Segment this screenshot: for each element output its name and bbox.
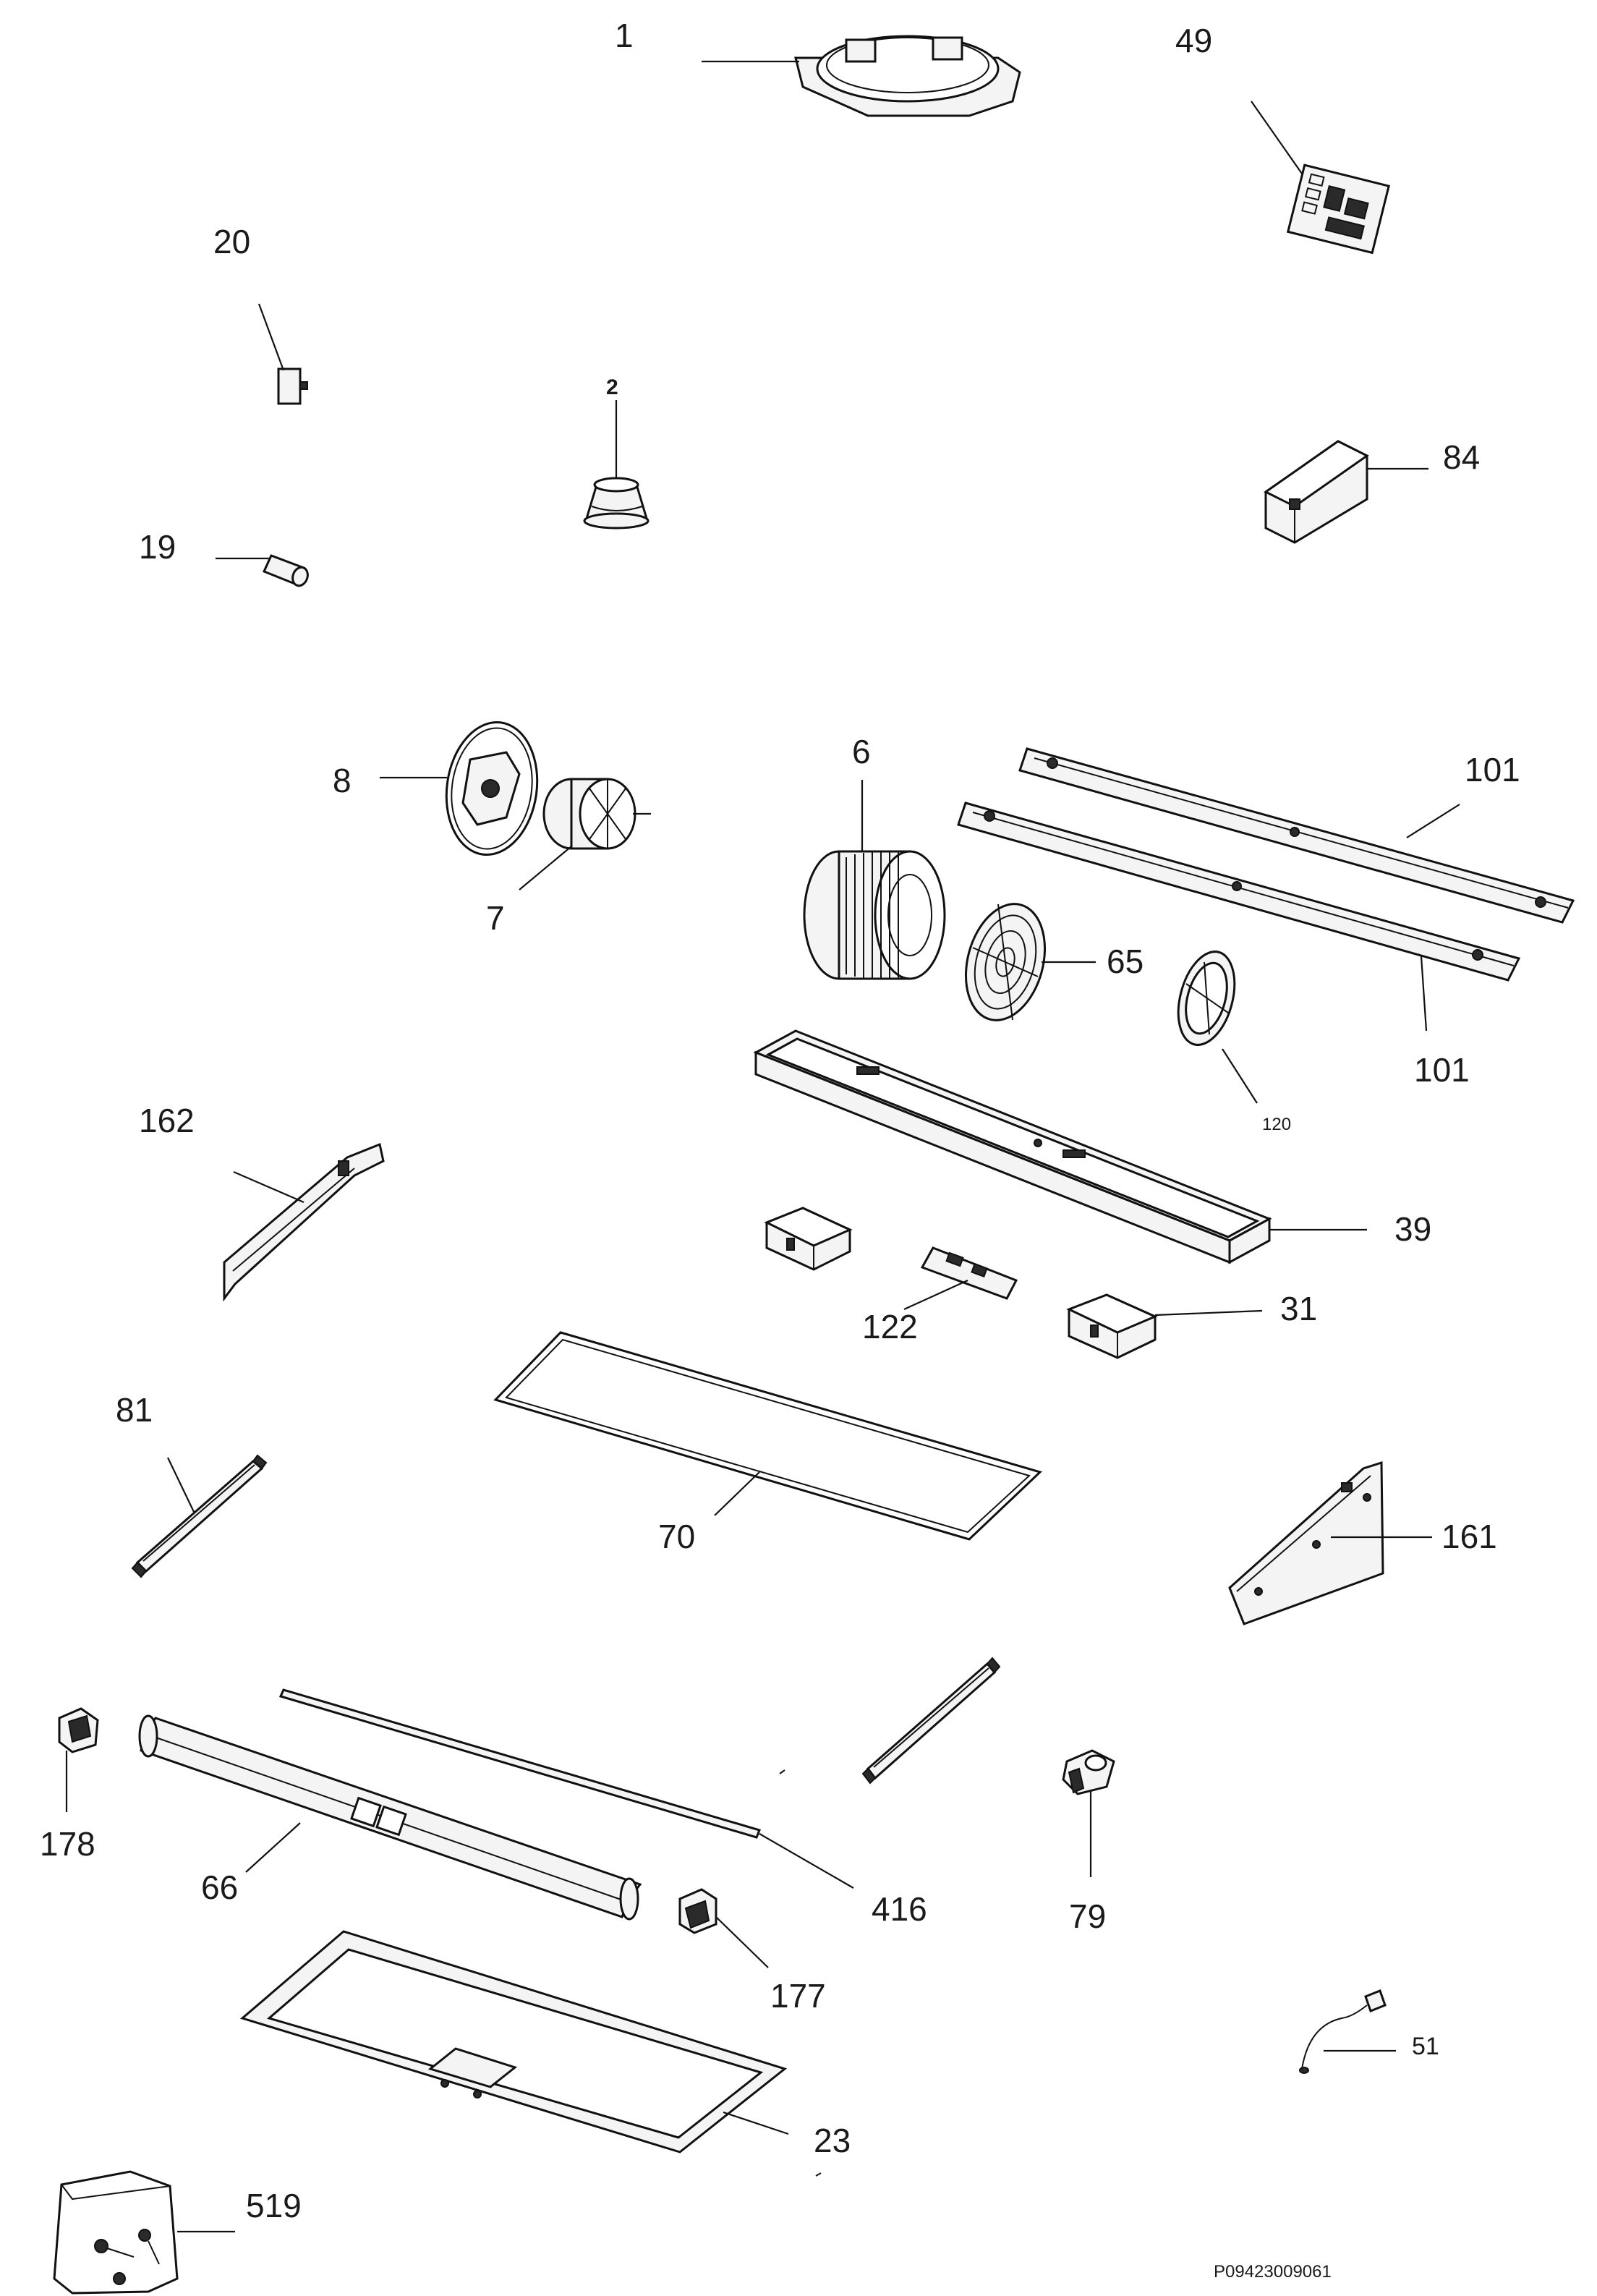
part-519-hardware-bag bbox=[53, 2170, 179, 2295]
part-51-cable bbox=[1299, 1989, 1387, 2074]
label-part-65: 65 bbox=[1107, 943, 1144, 980]
label-part-51: 51 bbox=[1412, 2033, 1439, 2060]
label-part-1: 1 bbox=[615, 17, 634, 54]
label-part-161: 161 bbox=[1441, 1518, 1497, 1555]
label-part-66: 66 bbox=[201, 1868, 238, 1906]
leader-7 bbox=[519, 846, 572, 890]
leader-177 bbox=[715, 1916, 769, 1968]
part-right-slide bbox=[861, 1657, 1001, 1785]
part-49-control-board bbox=[1286, 163, 1390, 255]
leader-49 bbox=[1251, 101, 1303, 174]
label-part-19: 19 bbox=[139, 528, 176, 566]
leader-66 bbox=[245, 1822, 301, 1873]
label-part-20: 20 bbox=[213, 223, 250, 260]
label-part-2: 2 bbox=[606, 375, 618, 399]
part-7-motor bbox=[542, 778, 651, 850]
leader-20 bbox=[257, 303, 285, 371]
label-part-23: 23 bbox=[814, 2122, 851, 2159]
leader-81 bbox=[167, 1457, 195, 1513]
part-122-control-switch bbox=[920, 1246, 1018, 1300]
part-79-clip bbox=[1062, 1749, 1115, 1795]
part-162-left-bracket bbox=[223, 1142, 385, 1302]
part-161-right-bracket bbox=[1228, 1460, 1384, 1625]
part-70-filter-panel bbox=[493, 1331, 1042, 1541]
label-part-162: 162 bbox=[139, 1102, 195, 1139]
label-part-120: 120 bbox=[1262, 1115, 1291, 1134]
leader-162 bbox=[233, 1170, 305, 1204]
label-part-6: 6 bbox=[852, 733, 871, 770]
drawing-code: P09423009061 bbox=[1214, 2262, 1332, 2282]
part-19-pin bbox=[262, 554, 309, 587]
part-39-fan-housing bbox=[753, 1029, 1272, 1264]
part-23-grease-filter bbox=[239, 1930, 788, 2153]
part-416-rod bbox=[278, 1688, 785, 1839]
leader-122 bbox=[903, 1279, 968, 1311]
part-2-grommet bbox=[583, 477, 650, 530]
part-177-knob bbox=[678, 1888, 717, 1934]
label-part-70: 70 bbox=[658, 1518, 695, 1555]
label-part-101-lower: 101 bbox=[1414, 1051, 1470, 1089]
label-part-519: 519 bbox=[246, 2187, 302, 2224]
leader-416 bbox=[759, 1833, 854, 1889]
part-101-lower-rail bbox=[957, 802, 1521, 982]
leader-23 bbox=[723, 2111, 789, 2135]
part-31-lamp-holder-a bbox=[764, 1207, 853, 1271]
leader-101a bbox=[1406, 804, 1460, 838]
label-part-84: 84 bbox=[1443, 438, 1480, 476]
part-84-capacitor bbox=[1264, 440, 1369, 544]
label-part-7: 7 bbox=[486, 899, 505, 937]
leader-120 bbox=[1222, 1048, 1258, 1104]
part-8-motor-plate bbox=[445, 720, 539, 856]
label-part-177: 177 bbox=[770, 1977, 826, 2015]
label-part-31: 31 bbox=[1280, 1290, 1317, 1327]
label-part-39: 39 bbox=[1394, 1210, 1431, 1248]
label-part-79: 79 bbox=[1069, 1897, 1106, 1935]
part-120-impeller bbox=[1177, 951, 1236, 1046]
part-20-switch bbox=[277, 367, 308, 405]
label-part-416: 416 bbox=[872, 1890, 927, 1928]
part-101-upper-rail bbox=[1018, 747, 1575, 924]
leader-101b bbox=[1420, 956, 1428, 1032]
label-part-122: 122 bbox=[862, 1308, 918, 1345]
label-part-49: 49 bbox=[1175, 22, 1212, 59]
label-part-101-upper: 101 bbox=[1465, 751, 1520, 788]
part-66-front-trim bbox=[138, 1714, 642, 1921]
part-6-blower-wheel bbox=[803, 850, 946, 980]
part-1-outlet-collar bbox=[794, 35, 1021, 117]
label-part-178: 178 bbox=[40, 1825, 95, 1863]
leader-70 bbox=[714, 1471, 760, 1516]
label-part-81: 81 bbox=[116, 1391, 153, 1429]
label-part-8: 8 bbox=[333, 762, 352, 799]
part-31-lamp-holder-b bbox=[1066, 1293, 1158, 1359]
leader-31 bbox=[1154, 1309, 1263, 1317]
part-65-inlet-grille bbox=[964, 903, 1047, 1021]
part-178-knob bbox=[58, 1707, 99, 1753]
part-81-left-slide bbox=[131, 1454, 268, 1578]
